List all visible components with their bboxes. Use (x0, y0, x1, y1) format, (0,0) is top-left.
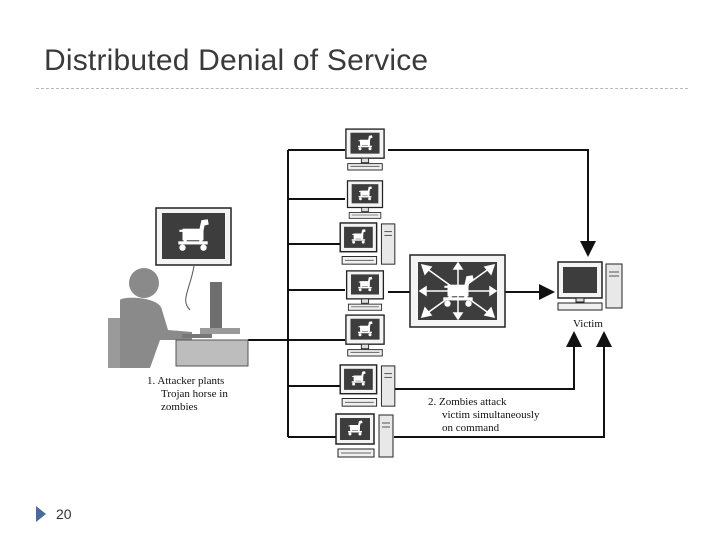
step1-line2: Trojan horse in (161, 388, 228, 400)
step2-line2: victim simultaneously (442, 409, 540, 421)
zombie-computer-2 (348, 181, 383, 219)
zombie-computer-7 (336, 414, 393, 457)
triangle-bullet-icon (36, 506, 46, 522)
attacker-figure (108, 207, 249, 368)
zombie-computer-1 (346, 129, 384, 170)
attack-illustration (409, 254, 506, 328)
step1-line3: zombies (161, 401, 198, 413)
step2-line3: on command (442, 422, 500, 434)
zombie-computer-3 (340, 223, 395, 264)
victim-label: Victim (573, 318, 603, 330)
victim-computer (557, 261, 623, 311)
step1-line1: 1. Attacker plants (147, 375, 224, 387)
zombie-computer-5 (346, 315, 384, 356)
slide-title: Distributed Denial of Service (44, 44, 429, 77)
page-number: 20 (56, 506, 72, 522)
title-divider (36, 88, 688, 89)
zombie-computer-6 (340, 365, 395, 406)
step2-line1: 2. Zombies attack (428, 396, 507, 408)
zombie-computer-4 (347, 271, 384, 310)
